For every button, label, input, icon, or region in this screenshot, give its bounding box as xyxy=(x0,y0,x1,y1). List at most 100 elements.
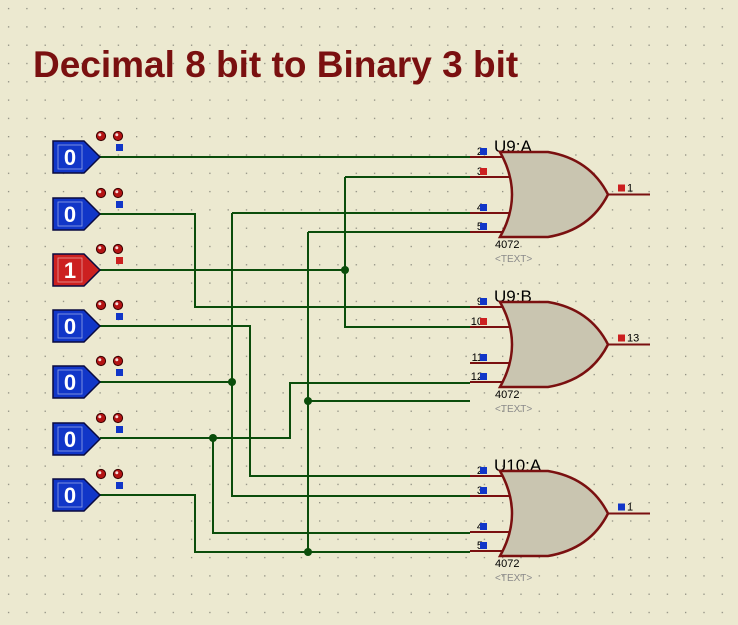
gate-part-number: 4072 xyxy=(495,389,519,401)
logic-input-body xyxy=(52,365,102,399)
sheet-title: Decimal 8 bit to Binary 3 bit xyxy=(33,44,518,85)
gate-pin-number: 10 xyxy=(471,316,483,328)
logic-toggle-icon[interactable] xyxy=(112,187,124,199)
logic-toggle-icon[interactable] xyxy=(95,299,107,311)
wire xyxy=(100,494,470,553)
gate-text-placeholder: <TEXT> xyxy=(495,573,532,584)
wires xyxy=(100,156,470,553)
logic-input-window xyxy=(57,313,83,339)
logic-toggle-icon[interactable] xyxy=(95,130,107,142)
pin-state-indicator xyxy=(480,148,487,155)
logic-input-body xyxy=(52,253,102,287)
logic-input-body xyxy=(52,197,102,231)
gate-pin-number: 2 xyxy=(477,465,483,477)
gate-pin-number: 3 xyxy=(477,166,483,178)
logic-toggle-icon[interactable] xyxy=(112,299,124,311)
wire xyxy=(100,213,470,308)
wire xyxy=(212,438,470,534)
logic-input-body xyxy=(52,140,102,174)
or-gate-body xyxy=(497,150,610,239)
or-gates: U9:A234514072<TEXT>U9:B9101112134072<TEX… xyxy=(470,137,650,584)
logic-input-body xyxy=(52,309,102,343)
logic-toggle-icon[interactable] xyxy=(112,412,124,424)
pin-state-indicator xyxy=(480,542,487,549)
logic-input-window xyxy=(57,482,83,508)
logic-toggle-icon[interactable] xyxy=(95,243,107,255)
logic-toggle-icon[interactable] xyxy=(112,468,124,480)
logic-input-6[interactable]: 0 xyxy=(52,412,124,456)
pin-state-indicator xyxy=(480,168,487,175)
or-gate-body xyxy=(497,300,610,389)
logic-input-body xyxy=(52,422,102,456)
logic-input-window xyxy=(57,369,83,395)
logic-input-5[interactable]: 0 xyxy=(52,355,124,399)
logic-input-value: 1 xyxy=(64,258,76,283)
gate-pin-number: 4 xyxy=(477,202,483,214)
gate-pin-number: 1 xyxy=(627,502,633,514)
logic-toggle-icon[interactable] xyxy=(112,355,124,367)
wire xyxy=(100,325,470,477)
gate-pin-number: 3 xyxy=(477,485,483,497)
gate-pin-number: 5 xyxy=(477,221,483,233)
wire-junction-dot xyxy=(304,548,312,556)
logic-input-value: 0 xyxy=(64,370,76,395)
logic-toggle-icon[interactable] xyxy=(95,468,107,480)
logic-input-value: 0 xyxy=(64,314,76,339)
logic-input-4[interactable]: 0 xyxy=(52,299,124,343)
pin-state-indicator xyxy=(116,313,123,320)
logic-input-window xyxy=(57,426,83,452)
wire xyxy=(100,382,470,439)
wire-junction-dot xyxy=(341,266,349,274)
wire xyxy=(344,177,470,328)
pin-state-indicator xyxy=(116,201,123,208)
wire-junctions xyxy=(209,266,349,556)
gate-text-placeholder: <TEXT> xyxy=(495,404,532,415)
logic-toggle-icon[interactable] xyxy=(95,412,107,424)
gate-part-number: 4072 xyxy=(495,239,519,251)
wire-junction-dot xyxy=(228,378,236,386)
logic-input-2[interactable]: 0 xyxy=(52,187,124,231)
logic-input-value: 0 xyxy=(64,202,76,227)
logic-input-1[interactable]: 0 xyxy=(52,130,124,174)
pin-state-indicator xyxy=(480,298,487,305)
logic-toggle-icon[interactable] xyxy=(112,243,124,255)
wire-junction-dot xyxy=(209,434,217,442)
pin-state-indicator xyxy=(618,184,625,192)
logic-input-value: 0 xyxy=(64,145,76,170)
wire xyxy=(231,213,470,497)
logic-toggle-icon[interactable] xyxy=(95,187,107,199)
gate-pin-number: 1 xyxy=(627,183,633,195)
logic-input-window xyxy=(57,257,83,283)
logic-inputs: 0 0 1 0 0 0 0 xyxy=(52,130,124,512)
pin-state-indicator xyxy=(480,354,487,361)
pin-state-indicator xyxy=(480,373,487,380)
gate-pin-number: 11 xyxy=(472,352,483,364)
pin-state-indicator xyxy=(618,503,625,511)
gate-pin-number: 13 xyxy=(627,333,639,345)
logic-toggle-icon[interactable] xyxy=(112,130,124,142)
logic-input-window xyxy=(57,144,83,170)
pin-state-indicator xyxy=(480,223,487,230)
pin-state-indicator xyxy=(116,257,123,264)
or-gate-body xyxy=(497,469,610,558)
pin-state-indicator xyxy=(480,318,487,325)
logic-input-3[interactable]: 1 xyxy=(52,243,124,287)
gate-pin-number: 5 xyxy=(477,540,483,552)
logic-input-7[interactable]: 0 xyxy=(52,468,124,512)
wire-junction-dot xyxy=(304,397,312,405)
gate-part-number: 4072 xyxy=(495,558,519,570)
pin-state-indicator xyxy=(480,487,487,494)
logic-input-value: 0 xyxy=(64,427,76,452)
logic-toggle-icon[interactable] xyxy=(95,355,107,367)
gate-pin-number: 4 xyxy=(477,521,483,533)
pin-state-indicator xyxy=(480,467,487,474)
pin-state-indicator xyxy=(116,426,123,433)
pin-state-indicator xyxy=(618,334,625,342)
gate-pin-number: 2 xyxy=(477,146,483,158)
gate-text-placeholder: <TEXT> xyxy=(495,254,532,265)
